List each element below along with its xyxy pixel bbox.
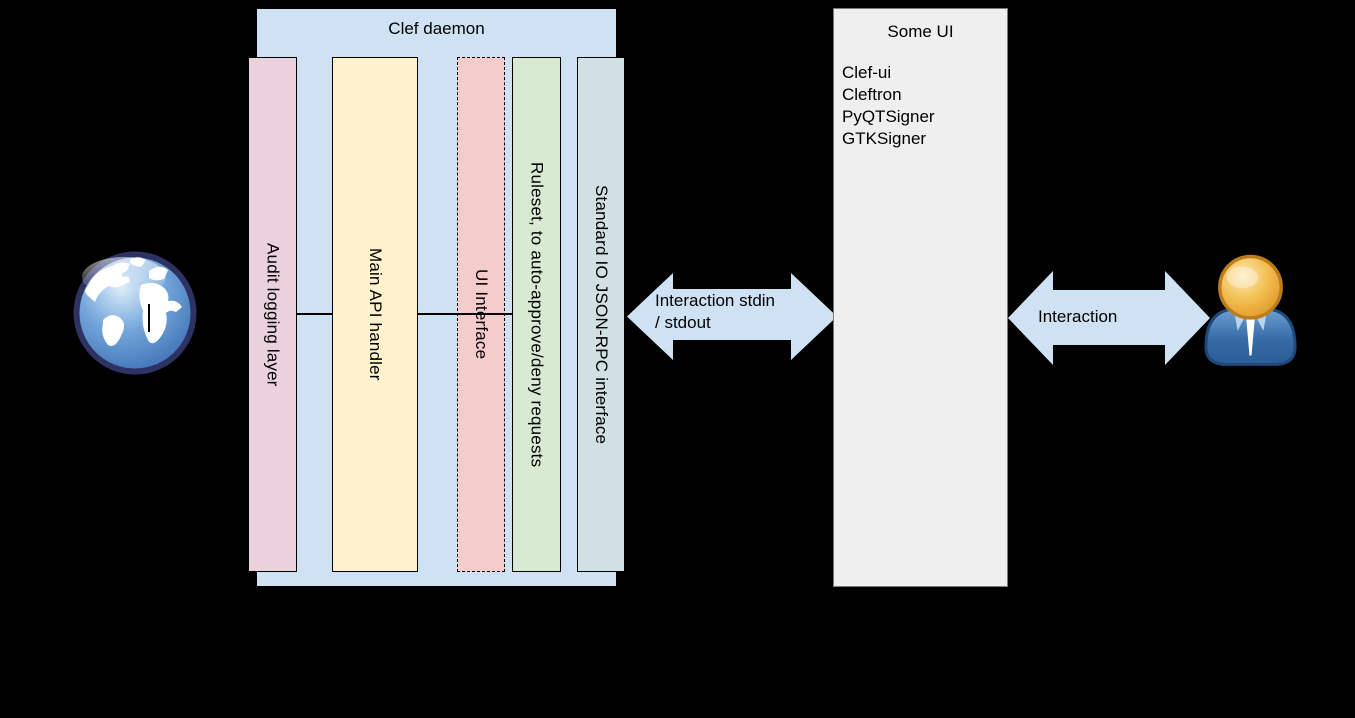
- layer-bar-ruleset: Ruleset, to auto-approve/deny requests: [512, 57, 561, 572]
- user-arrow-label: Interaction: [1038, 307, 1118, 326]
- some-ui-box: [833, 8, 1008, 587]
- clef-daemon-title: Clef daemon: [388, 19, 485, 38]
- some-ui-list-item: Clef-ui: [842, 63, 892, 82]
- layer-label-ruleset: Ruleset, to auto-approve/deny requests: [527, 161, 547, 468]
- globe-connector-stub-line: [148, 304, 150, 332]
- stdio-double-arrow-icon: [627, 273, 837, 360]
- clef-daemon-box: [256, 8, 617, 587]
- connector-line-audit-to-api: [297, 313, 333, 315]
- some-ui-list-item: PyQTSigner: [842, 107, 935, 126]
- user-double-arrow-icon: [1008, 271, 1210, 365]
- connector-line-api-to-ruleset: [417, 313, 513, 315]
- layer-bar-audit-logging: Audit logging layer: [248, 57, 297, 572]
- some-ui-title: Some UI: [887, 22, 954, 41]
- stdio-arrow-label-line2: / stdout: [655, 313, 711, 332]
- stdio-arrow-label: Interaction stdin / stdout: [655, 290, 775, 334]
- layer-label-audit-logging: Audit logging layer: [263, 242, 283, 387]
- stdio-arrow-label-line1: Interaction stdin: [655, 291, 776, 310]
- layer-label-main-api: Main API handler: [366, 248, 385, 381]
- layer-bar-stdio-jsonrpc: Standard IO JSON-RPC interface: [577, 57, 625, 572]
- layer-bar-main-api: Main API handler: [332, 57, 418, 572]
- some-ui-list-item: Cleftron: [842, 85, 902, 104]
- some-ui-list-item: GTKSigner: [842, 129, 927, 148]
- user-icon: [1204, 254, 1297, 366]
- some-ui-list: Clef-ui Cleftron PyQTSigner GTKSigner: [842, 62, 935, 150]
- globe-icon: [73, 251, 197, 375]
- layer-label-stdio-jsonrpc: Standard IO JSON-RPC interface: [592, 184, 611, 445]
